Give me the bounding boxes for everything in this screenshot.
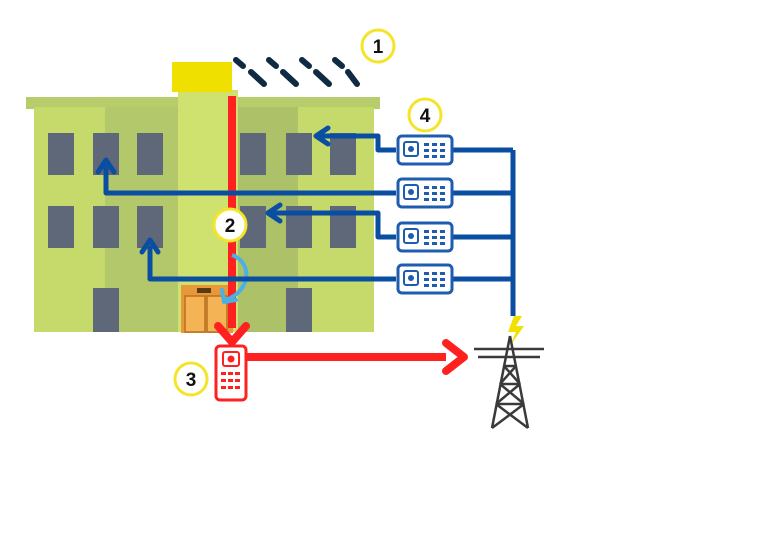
lightning-bolt-icon [508, 316, 524, 346]
window [330, 133, 356, 175]
window [93, 288, 119, 332]
electricity-meter-icon [396, 221, 454, 253]
solar-panel-icon [233, 57, 360, 87]
window [286, 133, 312, 175]
curved-arrow-icon [225, 253, 249, 302]
curved-arrow-head [220, 288, 238, 304]
window [93, 206, 119, 248]
blue-power-lines [103, 133, 516, 316]
window [240, 133, 266, 175]
marker-2: 2 [212, 207, 248, 243]
electricity-meter-icon [396, 177, 454, 209]
marker-4: 4 [407, 97, 443, 133]
window [48, 133, 74, 175]
marker-label: 3 [186, 370, 197, 391]
electricity-meter-icon [214, 344, 248, 402]
marker-3: 3 [173, 361, 209, 397]
marker-label: 4 [420, 106, 431, 127]
electricity-meter-icon [396, 263, 454, 295]
elevator-icon [181, 285, 233, 333]
red-arrow-head-right [442, 339, 468, 375]
building [26, 62, 380, 333]
red-arrow-head-down [214, 322, 250, 346]
marker-label: 2 [225, 216, 236, 237]
blue-arrow-heads [95, 125, 331, 255]
marker-label: 1 [373, 37, 384, 58]
window [286, 288, 312, 332]
window [137, 133, 163, 175]
window [48, 206, 74, 248]
power-pylon-icon [474, 335, 544, 429]
marker-1: 1 [360, 28, 396, 64]
chimney [172, 62, 232, 92]
electricity-meter-icon [396, 134, 454, 166]
